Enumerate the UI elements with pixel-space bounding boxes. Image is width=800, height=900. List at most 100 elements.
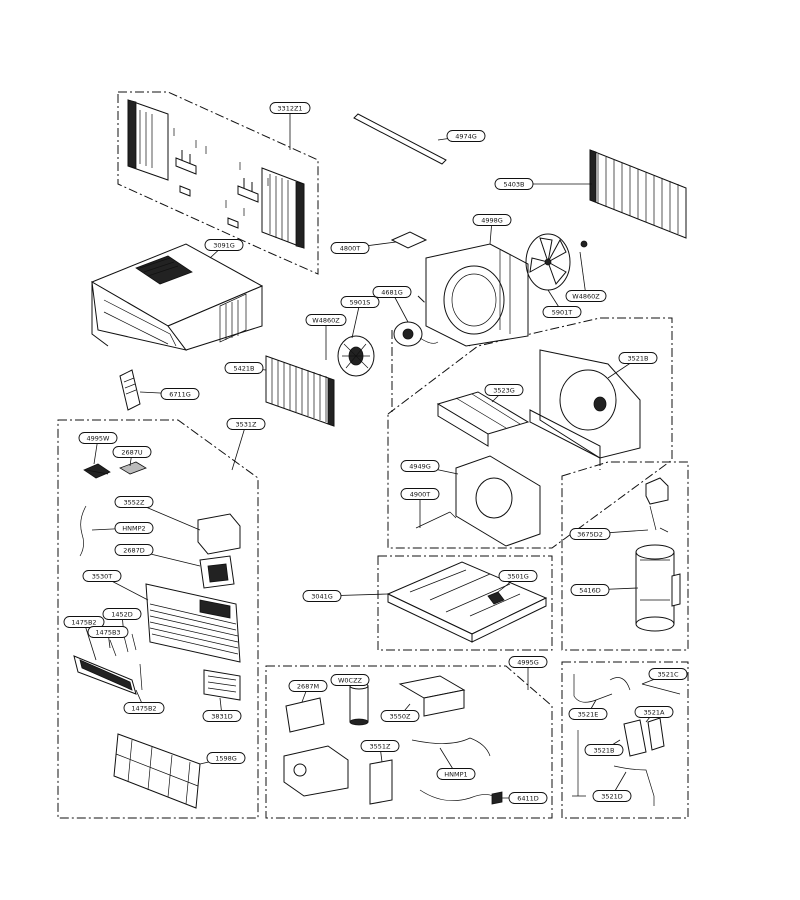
part-callout-p18: 2687U [112, 446, 152, 458]
leader-line-p15 [231, 423, 247, 471]
part-number-label: 3831D [211, 713, 233, 721]
callout-oval [102, 608, 142, 620]
callout-oval [380, 710, 420, 722]
tubing-parts [572, 674, 681, 806]
motor-mount-plate [390, 231, 428, 249]
callout-oval [288, 680, 328, 692]
border-front-grille-kit [117, 91, 319, 275]
part-number-label: 1598G [215, 755, 237, 763]
callout-oval [305, 314, 347, 326]
part-callout-p33: 3831D [202, 710, 242, 722]
callout-oval [226, 418, 266, 430]
border-evaporator-group [387, 317, 673, 549]
callout-oval [204, 239, 244, 251]
control-panel-parts [73, 461, 241, 809]
callout-oval [400, 460, 440, 472]
callout-oval [494, 178, 534, 190]
callout-oval [206, 752, 246, 764]
part-number-label: 3552Z [124, 499, 146, 507]
base-pan [386, 561, 548, 643]
part-callout-p34: 1598G [206, 752, 246, 764]
part-callout-p22: 3530T [82, 570, 122, 582]
part-number-label: 2687D [123, 547, 145, 555]
leader-lines [83, 108, 669, 799]
part-number-label: 5403B [503, 181, 524, 189]
callout-oval [202, 710, 242, 722]
condenser-coil [589, 149, 687, 239]
callout-oval [112, 446, 152, 458]
callout-oval [114, 496, 154, 508]
callout-oval [634, 706, 674, 718]
part-callout-p5: 4800T [330, 242, 370, 254]
part-number-label: 3551Z [370, 743, 392, 751]
cabinet-shell [90, 243, 264, 351]
callout-oval [330, 242, 370, 254]
divider-panel [415, 455, 541, 547]
part-number-label: W0CZZ [338, 677, 363, 685]
part-callout-p12: 3521B [618, 352, 658, 364]
part-callout-p11: 5901T [542, 306, 582, 318]
part-number-label: 4800T [340, 245, 361, 253]
callout-oval [340, 296, 380, 308]
part-number-label: HNMP1 [444, 771, 467, 779]
callout-oval [484, 384, 524, 396]
part-callout-p31: 5416D [570, 584, 610, 596]
part-callout-p35: 4995G [508, 656, 548, 668]
part-number-label: 1475B2 [71, 619, 96, 627]
callout-oval [114, 544, 154, 556]
part-number-label: 3675D2 [577, 531, 603, 539]
part-number-label: 4998G [481, 217, 503, 225]
part-number-label: 6711G [169, 391, 191, 399]
part-number-label: 5416D [579, 587, 601, 595]
callout-oval [508, 792, 548, 804]
part-number-label: 3521E [578, 711, 599, 719]
callout-oval [224, 362, 264, 374]
callout-oval [592, 790, 632, 802]
part-callout-p4: 3091G [204, 239, 244, 251]
part-number-label: 6411D [517, 795, 539, 803]
part-callout-p43: 3521E [568, 708, 608, 720]
part-number-label: 4995W [87, 435, 111, 443]
part-callout-p7: W4860Z [565, 290, 607, 302]
callout-oval [400, 488, 440, 500]
condenser-fan [525, 233, 588, 291]
leader-line-p8 [351, 301, 361, 339]
part-number-label: 3550Z [390, 713, 412, 721]
part-number-label: 5421B [233, 365, 254, 373]
part-callout-p30: 3501G [498, 570, 538, 582]
callout-oval [508, 656, 548, 668]
fan-shroud [425, 243, 529, 347]
part-callout-p38: 3550Z [380, 710, 420, 722]
fan-motor [393, 321, 439, 347]
part-callout-p23: 4949G [400, 460, 440, 472]
part-callout-p19: 3552Z [114, 496, 154, 508]
part-callout-p42: 3521C [648, 668, 688, 680]
part-callout-p20: HNMP2 [114, 522, 154, 534]
part-number-label: 4949G [409, 463, 431, 471]
part-callout-p16: 3523G [484, 384, 524, 396]
callout-oval [82, 570, 122, 582]
part-number-label: 3523G [493, 387, 515, 395]
part-callout-p21: 2687D [114, 544, 154, 556]
part-callout-p36: 2687M [288, 680, 328, 692]
compressor [635, 477, 681, 632]
part-callout-p28: 1452D [102, 608, 142, 620]
part-number-label: 1475B3 [95, 629, 120, 637]
callout-oval [569, 528, 611, 540]
callout-oval [498, 570, 538, 582]
callout-oval [584, 744, 624, 756]
part-callout-p39: 3551Z [360, 740, 400, 752]
callout-oval [568, 708, 608, 720]
part-number-label: 1475B2 [131, 705, 156, 713]
part-number-label: 2687U [121, 449, 143, 457]
part-number-label: 1452D [111, 611, 133, 619]
part-number-label: 3521D [601, 793, 623, 801]
part-number-label: 3312Z1 [277, 105, 302, 113]
part-number-label: 3041G [311, 593, 333, 601]
part-number-label: 4681G [381, 289, 403, 297]
callout-oval [436, 768, 476, 780]
part-number-label: 5901S [350, 299, 371, 307]
border-base-pan-group [377, 555, 553, 651]
part-callout-p3: 5403B [494, 178, 534, 190]
